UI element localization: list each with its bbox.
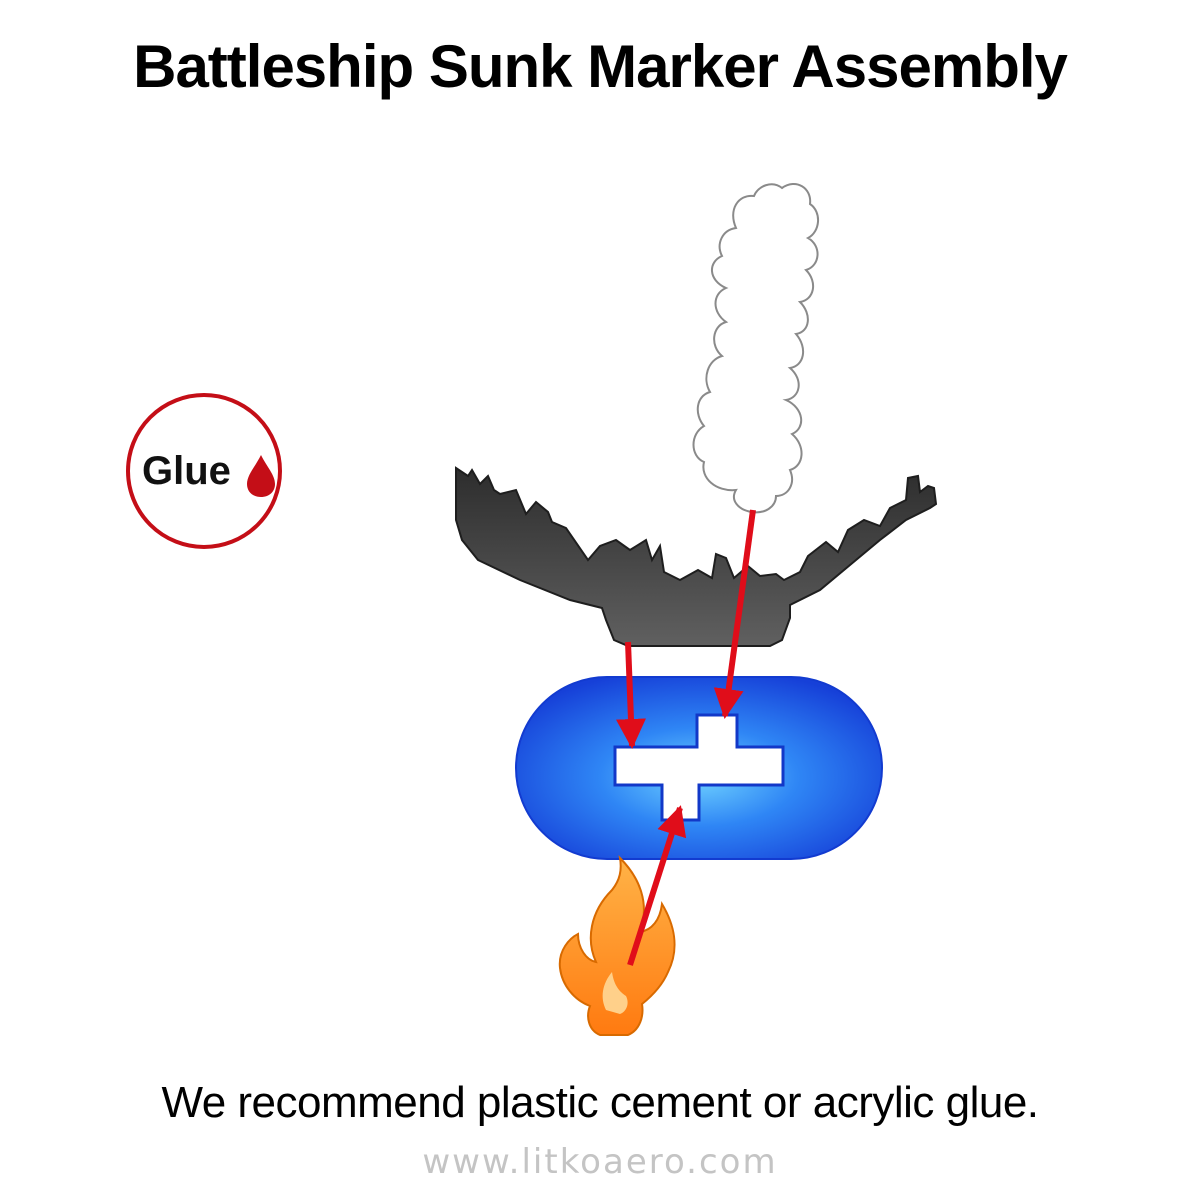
footer-note: We recommend plastic cement or acrylic g… <box>161 1078 1039 1127</box>
page-title: Battleship Sunk Marker Assembly <box>133 33 1068 100</box>
smoke-cloud-icon <box>692 183 819 514</box>
glue-badge: Glue <box>126 393 282 549</box>
glue-label: Glue <box>142 449 231 493</box>
flame-icon <box>558 855 676 1036</box>
fire-to-base-arrow <box>627 805 687 966</box>
assembly-arrows <box>615 509 756 966</box>
website-url: www.litkoaero.com <box>422 1142 778 1182</box>
smoke-to-base-arrow <box>713 509 756 719</box>
glue-drop-icon <box>247 455 275 497</box>
broken-hull-icon <box>455 466 938 647</box>
hull-to-base-arrow <box>615 641 646 749</box>
capsule-base-icon <box>515 676 883 860</box>
